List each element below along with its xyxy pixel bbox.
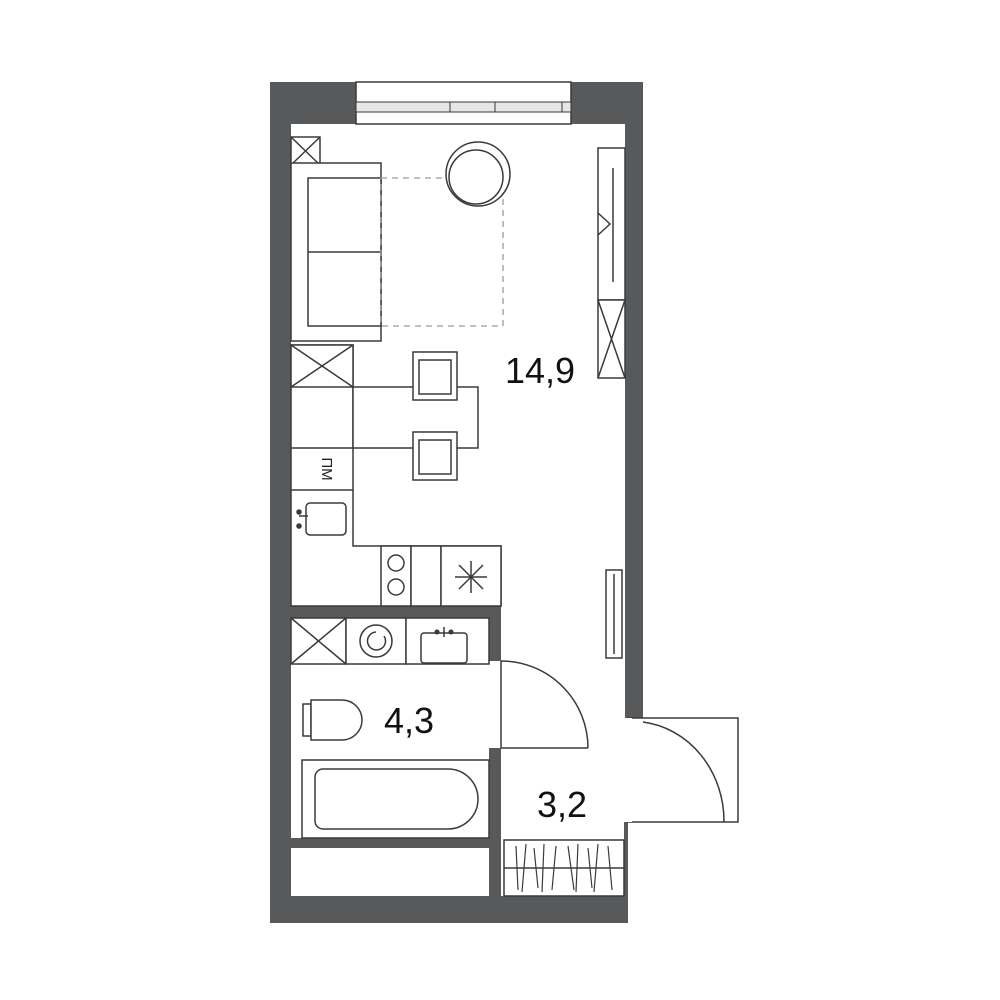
vent-shaft-bathroom bbox=[290, 617, 347, 665]
chair-bottom bbox=[412, 431, 458, 481]
living-area-label: 14,9 bbox=[505, 350, 575, 391]
bathroom-sink bbox=[405, 617, 490, 665]
hallway-area-label: 3,2 bbox=[537, 784, 587, 825]
round-table bbox=[445, 141, 511, 207]
dishwasher-label: ПМ bbox=[318, 457, 335, 480]
bathroom-walls bbox=[291, 606, 501, 906]
kitchen-sink bbox=[296, 502, 347, 536]
vent-shaft-top bbox=[290, 136, 321, 166]
stove bbox=[380, 545, 442, 607]
kitchen-counter bbox=[290, 344, 502, 607]
bathtub bbox=[301, 759, 490, 839]
window-top bbox=[355, 81, 572, 125]
bathroom-door bbox=[500, 660, 589, 749]
hallway-wardrobe bbox=[503, 839, 625, 897]
bathroom-area-label: 4,3 bbox=[384, 700, 434, 741]
chair-top bbox=[412, 351, 458, 401]
sofa bbox=[290, 162, 382, 342]
fridge bbox=[440, 545, 502, 607]
entrance-door bbox=[642, 721, 725, 823]
entrance-opening bbox=[627, 717, 739, 823]
washing-machine bbox=[345, 617, 407, 665]
rug bbox=[380, 177, 504, 327]
wardrobe bbox=[597, 147, 626, 379]
toilet bbox=[302, 699, 363, 741]
radiator bbox=[605, 569, 623, 659]
